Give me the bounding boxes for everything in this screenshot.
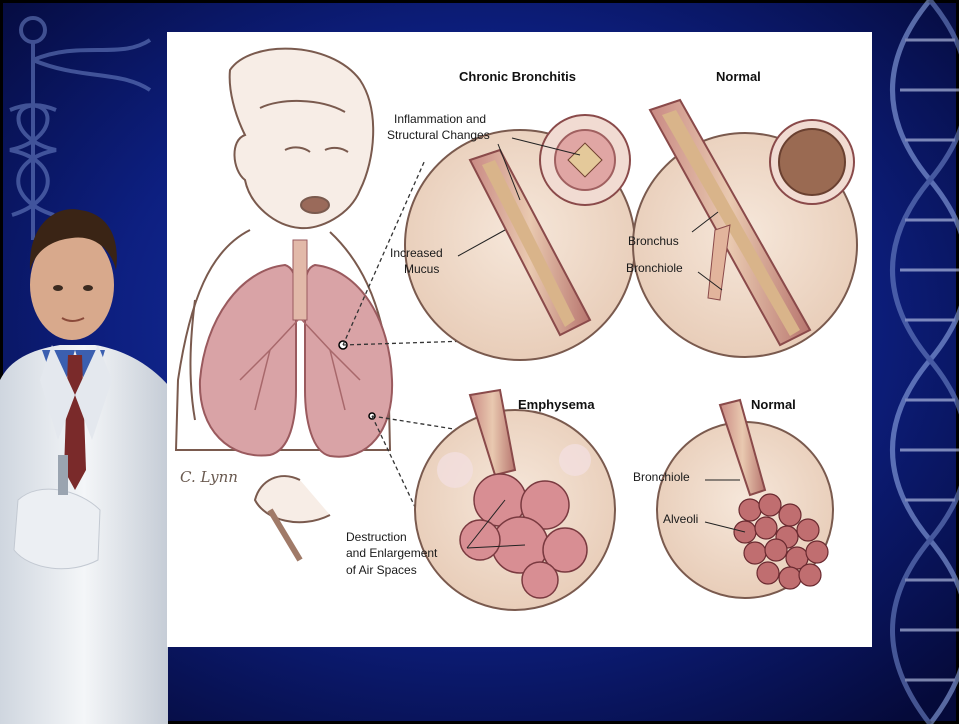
label-destruction-line1: Destruction (346, 530, 407, 544)
label-destruction-line2: and Enlargement (346, 546, 438, 560)
label-inflammation-line1: Inflammation and (394, 112, 486, 126)
label-destruction-line3: of Air Spaces (346, 563, 417, 577)
normal-bronchus-view (633, 100, 857, 357)
chronic-bronchitis-title: Chronic Bronchitis (459, 69, 576, 84)
emphysema-title: Emphysema (518, 397, 595, 412)
normal-alveoli-title: Normal (751, 397, 796, 412)
label-bronchus: Bronchus (628, 234, 679, 248)
label-inflammation-line2: Structural Changes (387, 128, 490, 142)
label-mucus-line2: Mucus (404, 262, 439, 276)
label-bronchiole-2: Bronchiole (633, 470, 690, 484)
normal-bronchus-title: Normal (716, 69, 761, 84)
artist-signature: C. Lynn (180, 468, 238, 486)
label-mucus-line1: Increased (390, 246, 443, 260)
label-bronchiole: Bronchiole (626, 261, 683, 275)
label-alveoli: Alveoli (663, 512, 698, 526)
